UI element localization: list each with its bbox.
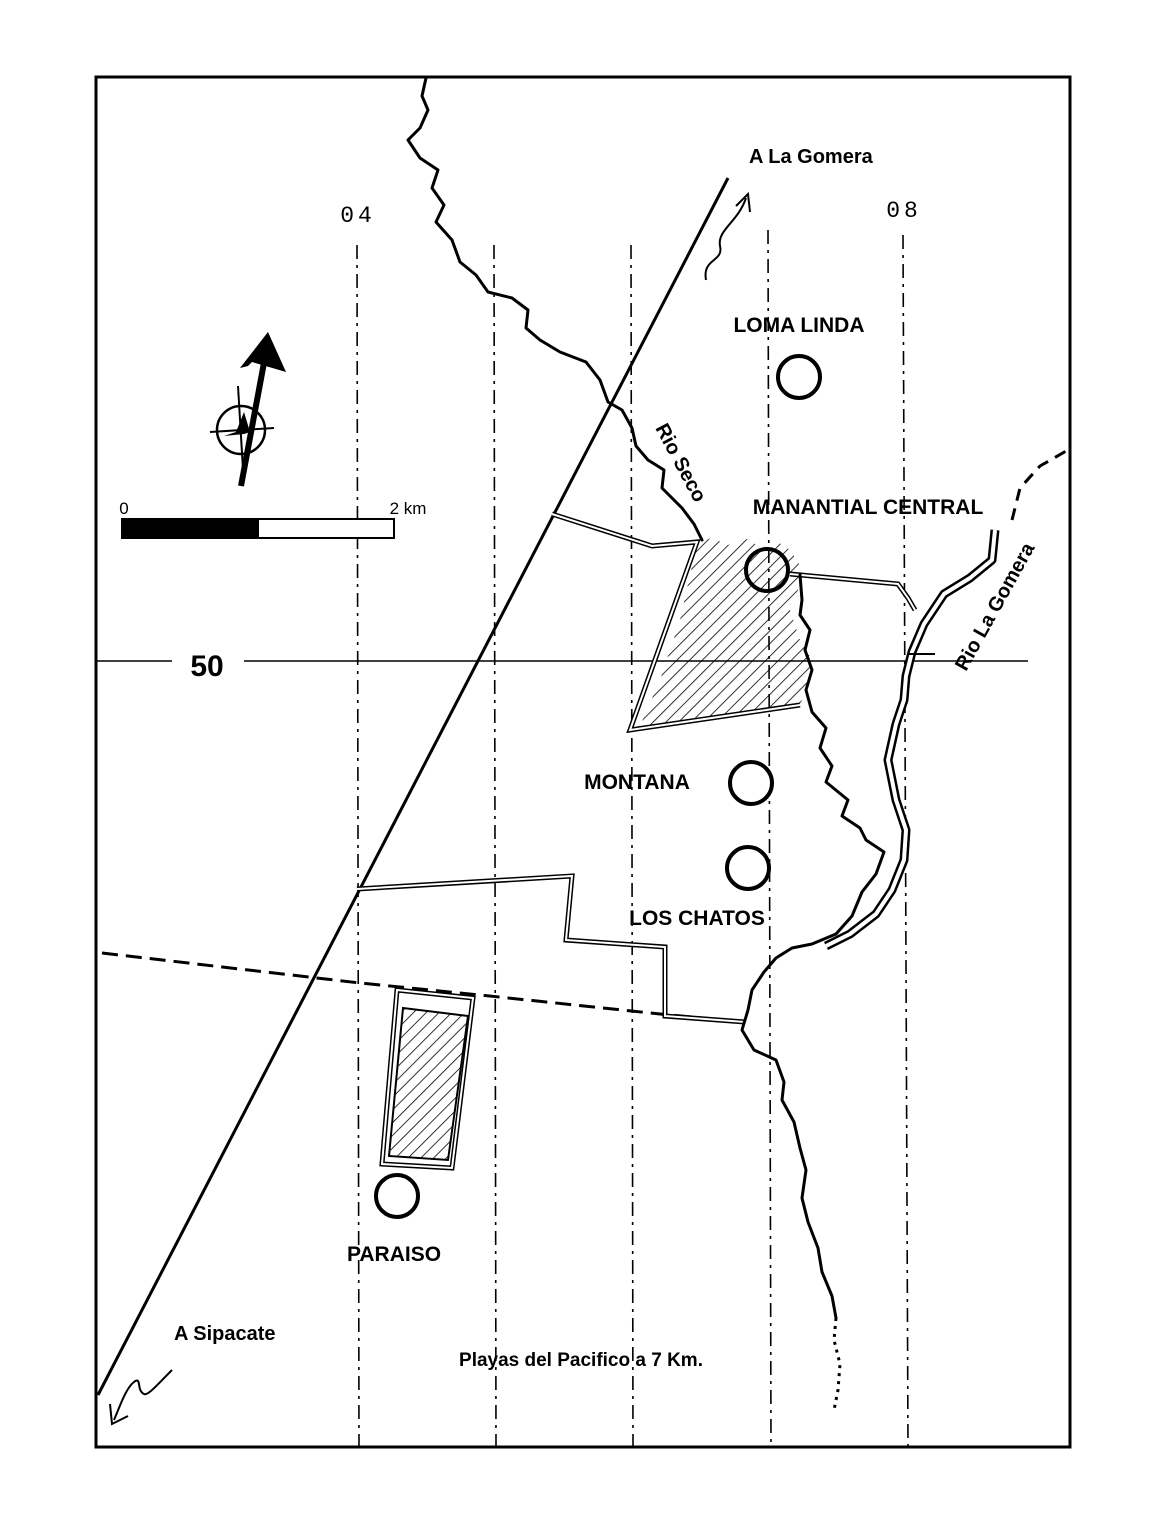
label-rio-seco: Rio Seco bbox=[651, 420, 711, 506]
scale-bar-filled bbox=[121, 518, 259, 539]
paraiso-marker bbox=[374, 1173, 420, 1219]
hatched-zone-paraiso bbox=[387, 1006, 470, 1162]
north-arrow-icon bbox=[238, 332, 286, 487]
grid-line-07 bbox=[767, 229, 772, 1447]
montana-marker bbox=[728, 760, 774, 806]
grid-label-04: 04 bbox=[340, 203, 376, 229]
rio-seco-river-dotted bbox=[832, 1317, 842, 1411]
rio-seco-river-south bbox=[740, 573, 886, 1320]
grid-line-05 bbox=[493, 244, 497, 1447]
loma-linda-marker bbox=[776, 354, 822, 400]
rio-la-gomera-river bbox=[823, 529, 1000, 951]
grid-label-08: 08 bbox=[886, 198, 922, 224]
hatched-zone-north bbox=[640, 538, 812, 726]
grid-line-04 bbox=[356, 244, 360, 1447]
rio-seco-river bbox=[406, 77, 704, 542]
arrow-to-sipacate-icon bbox=[113, 1369, 173, 1421]
property-boundary-south bbox=[356, 873, 746, 1025]
rio-la-gomera-dashed bbox=[1010, 448, 1069, 521]
scale-bar-start-label: 0 bbox=[119, 499, 128, 518]
label-los-chatos: LOS CHATOS bbox=[629, 907, 765, 930]
los-chatos-marker bbox=[725, 845, 771, 891]
arrow-to-la-gomera-icon bbox=[704, 197, 747, 281]
grid-label-50: 50 bbox=[190, 650, 223, 683]
road-line bbox=[96, 177, 730, 1396]
manantial-central-marker bbox=[744, 547, 790, 593]
scale-bar-end-label: 2 km bbox=[390, 499, 427, 518]
label-paraiso: PARAISO bbox=[347, 1243, 441, 1266]
scale-bar: 0 2 km bbox=[119, 499, 427, 539]
label-montana: MONTANA bbox=[584, 771, 690, 794]
grid-line-06 bbox=[630, 244, 634, 1447]
scale-bar-empty bbox=[257, 518, 395, 539]
label-a-la-gomera: A La Gomera bbox=[749, 146, 874, 168]
label-loma-linda: LOMA LINDA bbox=[733, 314, 864, 337]
label-a-sipacate: A Sipacate bbox=[174, 1323, 276, 1345]
label-manantial-central: MANANTIAL CENTRAL bbox=[753, 496, 984, 519]
compass-icon bbox=[209, 385, 275, 471]
label-playas-note: Playas del Pacifico a 7 Km. bbox=[459, 1350, 703, 1371]
map-frame bbox=[94, 75, 1072, 1449]
